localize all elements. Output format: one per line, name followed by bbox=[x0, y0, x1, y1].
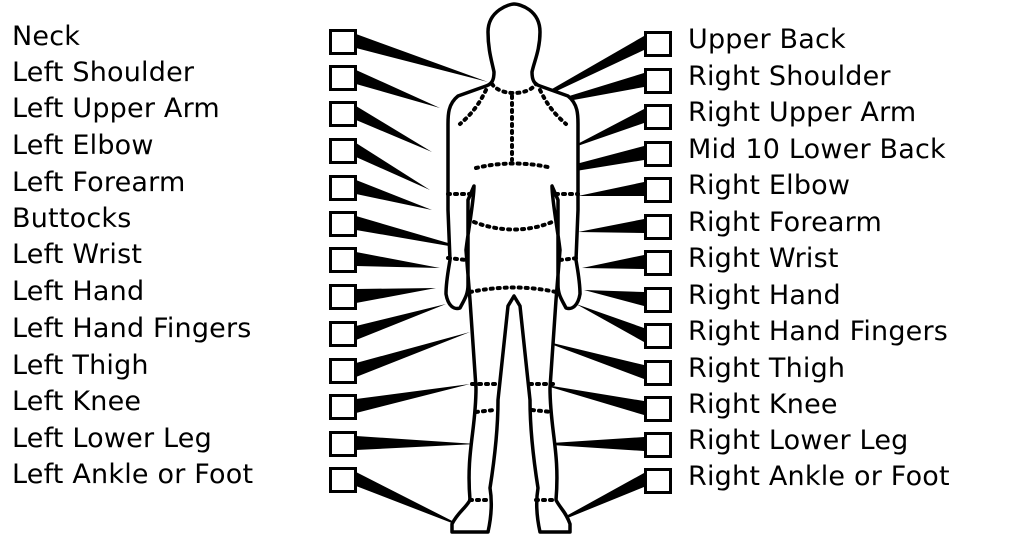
checkbox-neck[interactable] bbox=[329, 29, 357, 55]
label-left-wrist: Left Wrist bbox=[12, 240, 142, 270]
checkbox-left-thigh[interactable] bbox=[329, 358, 357, 384]
label-left-ankle-or-foot: Left Ankle or Foot bbox=[12, 460, 253, 490]
checkbox-upper-back[interactable] bbox=[644, 31, 672, 57]
checkbox-left-ankle-or-foot[interactable] bbox=[329, 467, 357, 493]
pointer-left-9 bbox=[356, 332, 470, 377]
checkbox-right-hand[interactable] bbox=[644, 287, 672, 313]
checkbox-right-hand-fingers[interactable] bbox=[644, 323, 672, 349]
pointer-right-5 bbox=[578, 219, 644, 233]
pointer-left-11 bbox=[356, 436, 476, 450]
pointer-left-2 bbox=[356, 106, 432, 152]
label-right-elbow: Right Elbow bbox=[688, 171, 850, 201]
label-right-shoulder: Right Shoulder bbox=[688, 62, 891, 92]
checkbox-left-forearm[interactable] bbox=[329, 175, 357, 201]
checkbox-left-knee[interactable] bbox=[329, 394, 357, 420]
pointer-left-7 bbox=[356, 288, 436, 303]
label-right-hand-fingers: Right Hand Fingers bbox=[688, 317, 948, 347]
pointer-right-6 bbox=[582, 255, 644, 269]
pointer-right-7 bbox=[584, 290, 644, 306]
pointer-right-4 bbox=[578, 182, 644, 196]
label-left-hand-fingers: Left Hand Fingers bbox=[12, 314, 252, 344]
checkbox-right-elbow[interactable] bbox=[644, 177, 672, 203]
checkbox-left-wrist[interactable] bbox=[329, 247, 357, 273]
label-right-thigh: Right Thigh bbox=[688, 354, 845, 384]
label-left-upper-arm: Left Upper Arm bbox=[12, 94, 220, 124]
label-right-lower-leg: Right Lower Leg bbox=[688, 426, 908, 456]
label-left-elbow: Left Elbow bbox=[12, 131, 154, 161]
checkbox-mid-lower-back[interactable] bbox=[644, 141, 672, 167]
label-right-upper-arm: Right Upper Arm bbox=[688, 98, 916, 128]
checkbox-left-hand[interactable] bbox=[329, 284, 357, 310]
pointer-left-10 bbox=[356, 384, 470, 413]
label-right-ankle-or-foot: Right Ankle or Foot bbox=[688, 462, 950, 492]
checkbox-right-lower-leg[interactable] bbox=[644, 432, 672, 458]
label-left-forearm: Left Forearm bbox=[12, 168, 185, 198]
label-right-knee: Right Knee bbox=[688, 390, 838, 420]
label-mid-lower-back: Mid 10 Lower Back bbox=[688, 135, 946, 165]
checkbox-buttocks[interactable] bbox=[329, 211, 357, 237]
checkbox-left-elbow[interactable] bbox=[329, 138, 357, 164]
pointer-right-9 bbox=[540, 340, 644, 379]
checkbox-right-knee[interactable] bbox=[644, 396, 672, 422]
checkbox-left-upper-arm[interactable] bbox=[329, 101, 357, 127]
pointer-right-8 bbox=[576, 304, 644, 342]
label-right-wrist: Right Wrist bbox=[688, 244, 839, 274]
label-neck: Neck bbox=[12, 22, 80, 52]
label-right-forearm: Right Forearm bbox=[688, 208, 882, 238]
label-buttocks: Buttocks bbox=[12, 204, 131, 234]
checkbox-right-forearm[interactable] bbox=[644, 214, 672, 240]
label-left-shoulder: Left Shoulder bbox=[12, 58, 194, 88]
pointer-left-1 bbox=[356, 70, 440, 108]
pointer-left-6 bbox=[356, 252, 440, 268]
checkbox-right-wrist[interactable] bbox=[644, 250, 672, 276]
pointer-left-8 bbox=[356, 304, 446, 340]
label-left-hand: Left Hand bbox=[12, 277, 144, 307]
checkbox-right-shoulder[interactable] bbox=[644, 68, 672, 94]
pointer-right-10 bbox=[540, 384, 644, 415]
checkbox-right-ankle-or-foot[interactable] bbox=[644, 468, 672, 494]
checkbox-right-thigh[interactable] bbox=[644, 360, 672, 386]
pointer-left-3 bbox=[356, 143, 430, 190]
checkbox-left-hand-fingers[interactable] bbox=[329, 321, 357, 347]
label-left-thigh: Left Thigh bbox=[12, 351, 149, 381]
pointer-left-0 bbox=[356, 34, 488, 82]
label-upper-back: Upper Back bbox=[688, 25, 846, 55]
body-outline bbox=[446, 4, 580, 532]
label-left-knee: Left Knee bbox=[12, 387, 141, 417]
label-right-hand: Right Hand bbox=[688, 281, 841, 311]
checkbox-right-upper-arm[interactable] bbox=[644, 104, 672, 130]
checkbox-left-shoulder[interactable] bbox=[329, 65, 357, 91]
checkbox-left-lower-leg[interactable] bbox=[329, 431, 357, 457]
label-left-lower-leg: Left Lower Leg bbox=[12, 424, 212, 454]
